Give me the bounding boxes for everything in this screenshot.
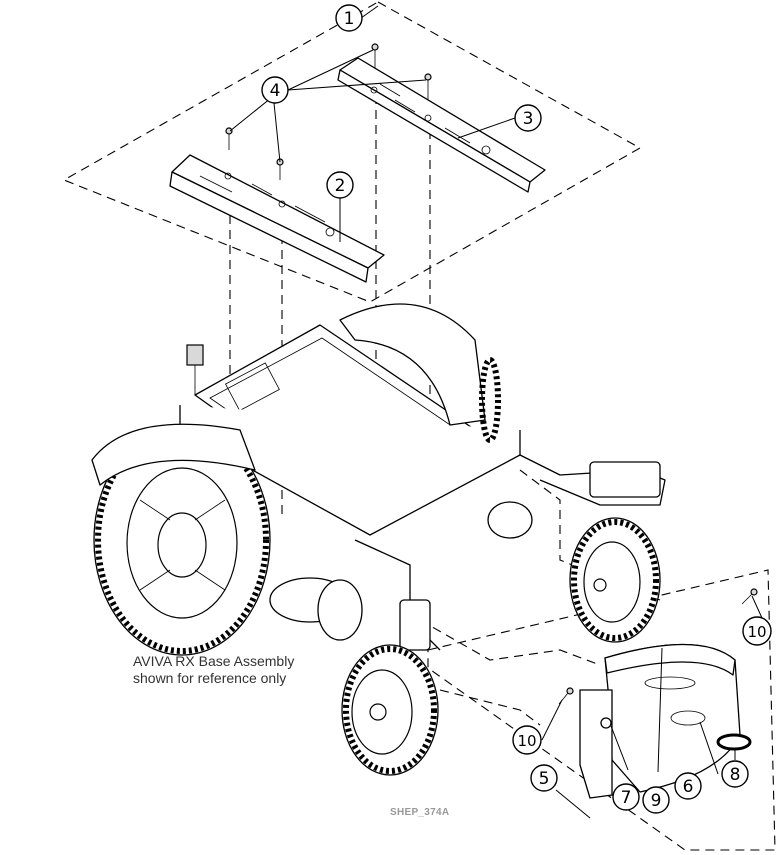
shroud-part-3: [337, 57, 546, 193]
caster-wheel: [341, 644, 439, 776]
callout-6: 6: [674, 772, 702, 800]
svg-text:10: 10: [517, 732, 536, 750]
alignment-line: [439, 689, 541, 726]
rear-wheel: [339, 303, 501, 443]
reference-note-line-2: shown for reference only: [133, 670, 287, 686]
screw-icon: [424, 73, 432, 100]
callout-4: 4: [261, 76, 289, 104]
alignment-line: [419, 619, 601, 666]
shroud-part-2: [169, 154, 385, 283]
callout-2: 2: [326, 171, 354, 199]
caster-wheel: [569, 517, 661, 643]
rear-cover-group-boundary: [427, 569, 776, 851]
shroud-group-boundary: [62, 1, 642, 303]
drawing-code: SHEP_374A: [390, 807, 450, 818]
svg-text:5: 5: [539, 769, 550, 789]
callout-3: 3: [514, 104, 542, 132]
svg-text:1: 1: [344, 9, 355, 29]
reference-note-line-1: AVIVA RX Base Assembly: [133, 653, 295, 669]
callout-8: 8: [721, 760, 749, 788]
callout-10: 10: [742, 616, 772, 646]
screw-icon: [225, 127, 233, 150]
callout-10: 10: [512, 725, 542, 755]
callout-9: 9: [642, 786, 670, 814]
rear-cover-part-6: [579, 643, 741, 799]
svg-text:9: 9: [651, 791, 662, 811]
screw-icon: [741, 588, 758, 605]
callout-1: 1: [335, 4, 363, 32]
power-base-frame: [179, 324, 666, 651]
svg-text:4: 4: [270, 81, 281, 101]
svg-text:10: 10: [747, 623, 766, 641]
fender: [91, 423, 256, 486]
reference-note: AVIVA RX Base Assembly shown for referen…: [133, 653, 294, 687]
svg-text:3: 3: [523, 109, 534, 129]
callout-7: 7: [612, 783, 640, 811]
alignment-line: [519, 469, 661, 601]
drive-wheel: [93, 424, 271, 656]
svg-text:7: 7: [621, 788, 632, 808]
svg-text:8: 8: [730, 765, 741, 785]
ring-part-8: [716, 733, 752, 751]
svg-text:2: 2: [335, 176, 346, 196]
screw-icon: [276, 158, 284, 180]
svg-text:6: 6: [683, 777, 694, 797]
callout-5: 5: [530, 764, 558, 792]
